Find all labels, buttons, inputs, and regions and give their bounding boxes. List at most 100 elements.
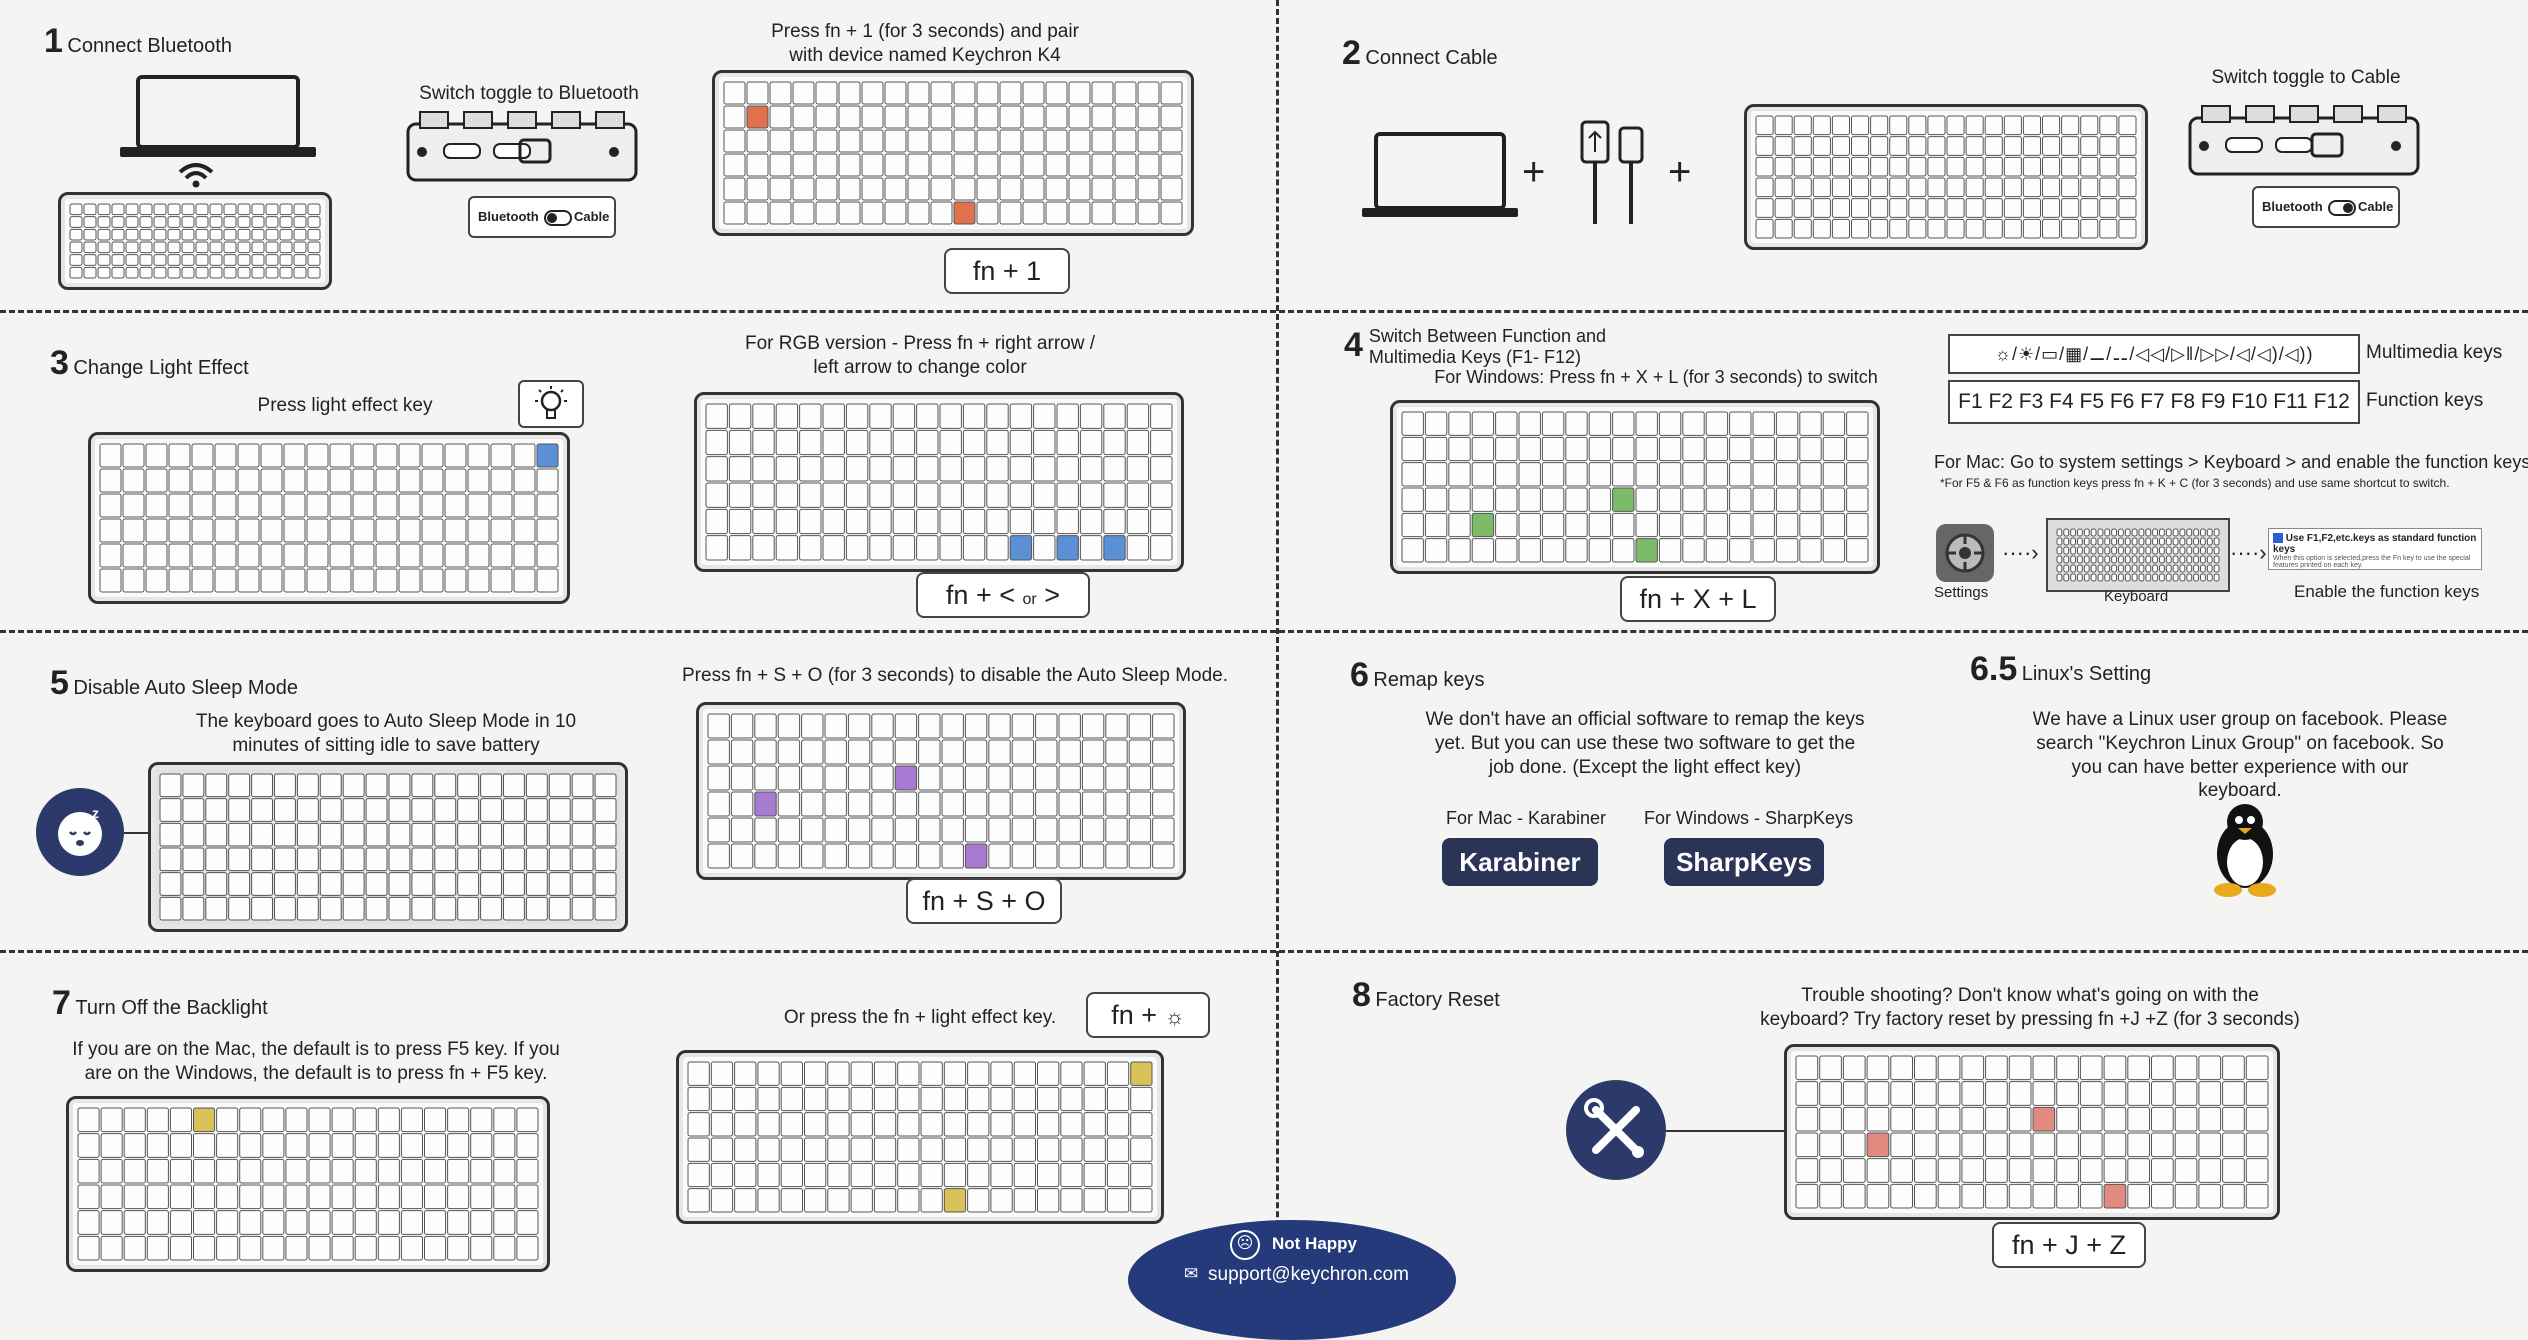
keycap: [754, 843, 777, 869]
keycap: [705, 535, 728, 561]
keycap: [421, 468, 444, 493]
keycap: [1060, 1086, 1083, 1112]
keycap: [1081, 739, 1105, 765]
keycap: [1752, 462, 1775, 487]
keycap: [2159, 528, 2165, 537]
keycap: [827, 1188, 850, 1213]
keycap: [365, 798, 388, 822]
keycap: [838, 81, 861, 105]
keycap: [780, 1112, 803, 1137]
keycap: [181, 266, 195, 279]
keycap: [1126, 429, 1150, 456]
keycap: [1160, 81, 1183, 105]
keycap: [1037, 1061, 1060, 1086]
keycap: [1658, 487, 1682, 512]
keycap: [1889, 115, 1908, 136]
multimedia-keys-label: Multimedia keys: [2366, 342, 2503, 363]
keycap: [2056, 1081, 2079, 1106]
keycap: [331, 1158, 354, 1184]
keycap: [869, 403, 892, 429]
keycap: [424, 1235, 447, 1261]
keycap: [884, 81, 907, 105]
keycap: [1037, 1086, 1060, 1112]
keycap: [2151, 1106, 2174, 1132]
keycap: [594, 822, 617, 847]
keycap: [434, 798, 457, 822]
keycap: [1160, 153, 1183, 177]
keycap: [746, 81, 769, 105]
keycap: [513, 568, 536, 593]
keycap: [69, 203, 83, 216]
keycap: [1541, 538, 1565, 563]
keycap: [205, 798, 228, 822]
keycap: [2172, 573, 2179, 582]
highlighted-key: [1103, 535, 1126, 561]
keycap: [999, 129, 1022, 153]
keycap: [2056, 546, 2063, 555]
keycap: [470, 1158, 493, 1184]
keycap: [2138, 537, 2145, 546]
keycap: [400, 1107, 423, 1133]
keycap: [1106, 1112, 1130, 1137]
divider-row-1: [0, 310, 2528, 313]
keycap: [122, 443, 145, 468]
keycap: [1961, 1106, 1985, 1132]
keycap: [1842, 1183, 1866, 1209]
s6-mac-label: For Mac - Karabiner: [1446, 808, 1607, 828]
keycap: [1793, 218, 1812, 239]
keycap: [516, 1210, 539, 1235]
keycap: [892, 508, 916, 535]
keycap: [1984, 198, 2003, 218]
keycap: [1774, 156, 1793, 177]
keycap: [847, 791, 871, 817]
usb-cable-icon: [1578, 118, 1648, 228]
keycap: [228, 896, 251, 921]
footer-email[interactable]: support@keychron.com: [1208, 1264, 1409, 1285]
keycap: [377, 1184, 400, 1210]
keycap: [168, 443, 191, 468]
keycap: [1965, 198, 1984, 218]
support-footer[interactable]: ☹ Not Happy ✉ support@keychron.com: [1128, 1220, 1456, 1340]
keycap: [847, 713, 871, 739]
keycap: [296, 822, 319, 847]
keycap: [2077, 546, 2083, 555]
keycap: [1705, 512, 1729, 538]
keycap: [1752, 538, 1775, 563]
keycap: [2056, 1055, 2079, 1081]
keycap: [1424, 487, 1448, 512]
keycap: [1541, 411, 1565, 436]
keycap: [111, 266, 125, 279]
keycap: [962, 456, 986, 482]
keycap: [2118, 573, 2124, 582]
keycap: [274, 896, 296, 921]
keycap: [1114, 201, 1137, 225]
keycap: [2245, 1055, 2269, 1081]
keycap: [2222, 1183, 2245, 1209]
keycap: [815, 153, 838, 177]
keycap: [2022, 156, 2041, 177]
keycap: [2099, 198, 2118, 218]
keycap: [1056, 482, 1079, 508]
s8-key-combo: fn + J + Z: [1992, 1222, 2146, 1268]
keycap: [182, 896, 205, 921]
keycap: [986, 482, 1009, 508]
keycap: [988, 843, 1011, 869]
keycap: [548, 773, 571, 798]
sad-face-icon: ☹: [1230, 1230, 1260, 1260]
keycap: [525, 798, 548, 822]
s3-caption: Press light effect key: [257, 395, 433, 416]
keycap: [139, 241, 153, 254]
keycap: [153, 216, 167, 228]
keycap: [2097, 555, 2104, 564]
keycap: [377, 1210, 400, 1235]
keycap: [1588, 512, 1612, 538]
keycap: [260, 443, 283, 468]
keycap: [571, 847, 594, 872]
keycap: [251, 216, 265, 228]
keycap: [1984, 115, 2003, 136]
keycap: [467, 468, 490, 493]
keycap: [2127, 1081, 2150, 1106]
keycap: [804, 1188, 827, 1213]
keycap: [2186, 564, 2193, 573]
keycap: [687, 1061, 710, 1086]
